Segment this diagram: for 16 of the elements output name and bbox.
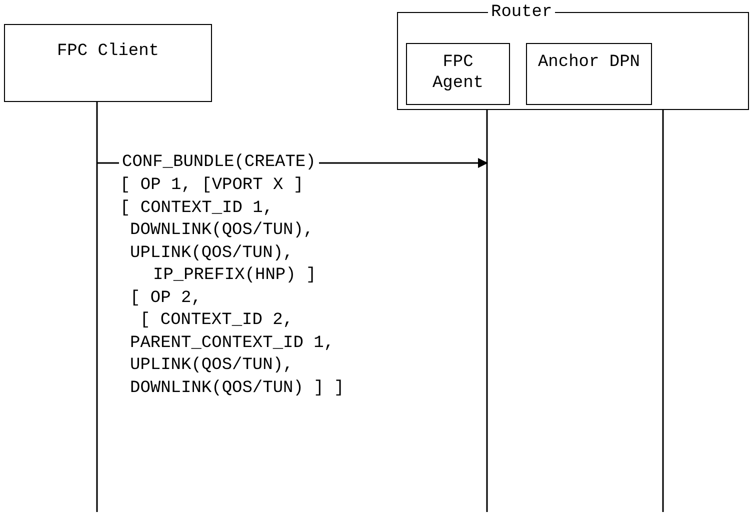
message-parameter: [ OP 1, [VPORT X ] (120, 176, 304, 196)
participant-box (526, 43, 652, 105)
message-parameter: DOWNLINK(QOS/TUN) ] ] (130, 378, 344, 398)
participant-box (4, 24, 212, 102)
participant-box (406, 43, 510, 105)
message-parameter: [ CONTEXT_ID 2, (140, 311, 294, 331)
participant-name: FPC Client (56, 41, 160, 62)
message-parameter: PARENT_CONTEXT_ID 1, (130, 334, 334, 354)
message-parameter: DOWNLINK(QOS/TUN), (130, 221, 314, 241)
message-parameter: UPLINK(QOS/TUN), (130, 244, 294, 264)
message-parameter: [ OP 2, (130, 288, 202, 308)
message-parameter: UPLINK(QOS/TUN), (130, 356, 294, 376)
participant-name: Anchor DPN (536, 52, 642, 73)
participant-name: FPC Agent (431, 52, 484, 94)
message-parameter: IP_PREFIX(HNP) ] (153, 266, 316, 286)
message-parameter: [ CONTEXT_ID 1, (120, 198, 274, 218)
